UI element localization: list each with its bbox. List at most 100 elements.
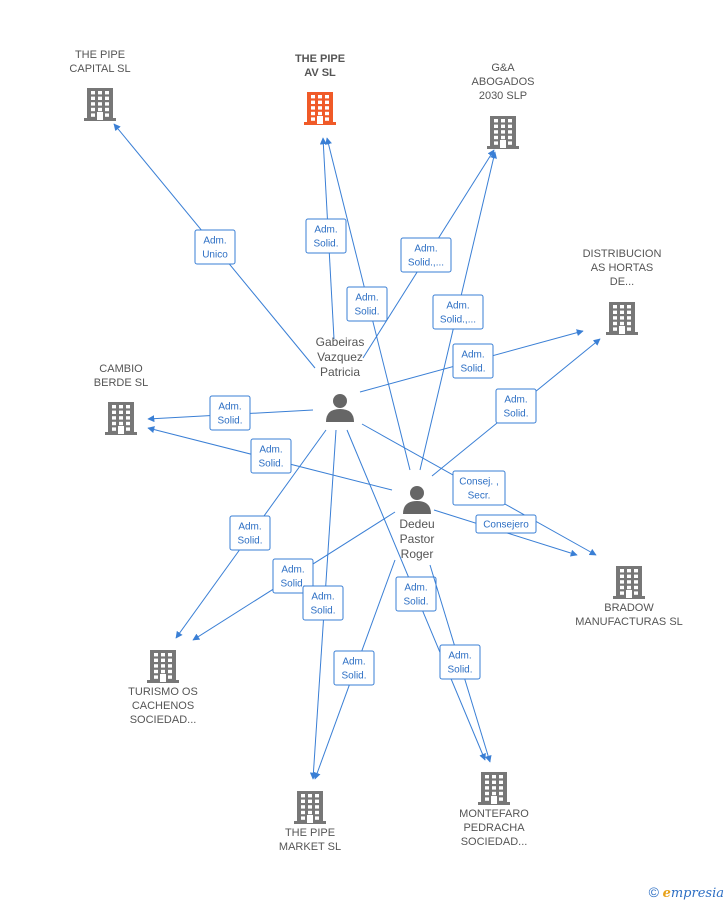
company-label[interactable]: THE PIPE [75, 49, 125, 61]
edge-label-box[interactable] [475, 514, 537, 534]
company-node[interactable]: TURISMO OS CACHENOS SOCIEDAD... [128, 650, 198, 726]
company-node[interactable]: MONTEFARO PEDRACHA SOCIEDAD... [459, 772, 529, 848]
edge-label-text: Solid. [217, 416, 242, 427]
relation-edge[interactable]: Adm. Solid. [325, 137, 411, 471]
edge-label-text: Adm. [314, 225, 337, 236]
company-label[interactable]: BERDE SL [94, 377, 148, 389]
company-label[interactable]: DISTRIBUCION [583, 248, 662, 260]
edge-label-text: Adm. [414, 244, 437, 255]
company-label[interactable]: SOCIEDAD... [461, 836, 528, 848]
edge-label-text: Adm. [448, 651, 471, 662]
relation-edge[interactable]: Adm.Solid. [359, 329, 584, 393]
edge-label-box[interactable] [302, 585, 344, 621]
company-label[interactable]: 2030 SLP [479, 90, 527, 102]
company-label[interactable]: MONTEFARO [459, 808, 529, 820]
building-icon [147, 650, 179, 683]
person-label[interactable]: Dedeu [399, 517, 434, 531]
company-label[interactable]: THE PIPE [295, 53, 345, 65]
edge-label-text: Solid. [237, 536, 262, 547]
relation-edge[interactable]: Adm.Solid. [429, 564, 492, 763]
relation-edge[interactable]: Adm. Solid.,... [419, 151, 497, 471]
edge-label-text: Adm. [504, 395, 527, 406]
edge-label-box[interactable] [229, 515, 271, 551]
edge-label-box[interactable] [194, 229, 236, 265]
company-label[interactable]: PEDRACHA [463, 822, 525, 834]
building-icon [487, 116, 519, 149]
edge-label-box[interactable] [346, 286, 388, 322]
relation-edge[interactable]: Adm.Solid. [147, 426, 393, 491]
person-label[interactable]: Vazquez [317, 350, 363, 364]
edge-label-box[interactable] [333, 650, 375, 686]
company-label[interactable]: AV SL [304, 67, 336, 79]
company-label[interactable]: TURISMO OS [128, 686, 198, 698]
relation-edge[interactable]: Adm. Solid. [313, 559, 396, 780]
relation-edge[interactable]: Adm.Solid. [302, 429, 344, 780]
person-label[interactable]: Gabeiras [316, 335, 365, 349]
company-node[interactable]: BRADOW MANUFACTURAS SL [575, 566, 683, 628]
person-icon [326, 394, 354, 422]
company-node[interactable]: CAMBIO BERDE SL [94, 363, 148, 435]
brand-name: mpresia [670, 886, 724, 901]
edge-label-box[interactable] [209, 395, 251, 431]
building-icon [478, 772, 510, 805]
edge-label-box[interactable] [452, 470, 506, 506]
edge-label-box[interactable] [305, 218, 347, 254]
edge-label-box[interactable] [439, 644, 481, 680]
edge-label-box[interactable] [452, 343, 494, 379]
edge-label-text: Solid. [354, 307, 379, 318]
person-icon [403, 486, 431, 514]
edge-label-text: Adm. [203, 236, 226, 247]
edge-label-text: Adm. [281, 565, 304, 576]
company-label[interactable]: G&A [491, 62, 515, 74]
relation-edge[interactable]: Adm. Solid. [346, 429, 486, 761]
edge-label-text: Solid.,... [440, 315, 476, 326]
person-label[interactable]: Roger [401, 547, 434, 561]
company-label[interactable]: CAPITAL SL [69, 63, 130, 75]
edge-label-text: Secr. [468, 491, 491, 502]
relation-edge[interactable]: Consejero [433, 509, 578, 557]
relation-edge[interactable]: Adm.Solid. [305, 137, 347, 340]
company-label[interactable]: THE PIPE [285, 827, 335, 839]
edge-label-text: Adm. [311, 592, 334, 603]
company-label[interactable]: CAMBIO [99, 363, 143, 375]
company-label[interactable]: AS HORTAS [591, 262, 654, 274]
edge-label-box[interactable] [400, 237, 452, 273]
company-node[interactable]: THE PIPE CAPITAL SL [69, 49, 131, 121]
relation-edge[interactable]: Consej. , Secr. [361, 423, 597, 556]
company-node[interactable]: THE PIPE MARKET SL [279, 791, 341, 853]
relation-edge[interactable]: Adm.Unico [113, 123, 316, 369]
person-label[interactable]: Patricia [320, 365, 360, 379]
edge-label-text: Solid. [403, 597, 428, 608]
person-label[interactable]: Pastor [400, 532, 435, 546]
edge-label-text: Consej. , [459, 477, 498, 488]
company-node[interactable]: G&A ABOGADOS 2030 SLP [472, 62, 535, 149]
relation-edge[interactable]: Adm. Solid. [192, 511, 396, 641]
edge-label-text: Adm. [342, 657, 365, 668]
edge-label-box[interactable] [432, 294, 484, 330]
building-icon [84, 88, 116, 121]
company-label[interactable]: BRADOW [604, 602, 654, 614]
company-label[interactable]: MARKET SL [279, 841, 341, 853]
company-label[interactable]: CACHENOS [132, 700, 194, 712]
edge-label-box[interactable] [250, 438, 292, 474]
relation-edge[interactable]: Adm.Solid. [147, 395, 314, 431]
edge-label-text: Adm. [461, 350, 484, 361]
company-label[interactable]: MANUFACTURAS SL [575, 616, 683, 628]
relation-edge[interactable]: Adm.Solid. [431, 338, 601, 477]
relation-edge[interactable]: Adm. Solid.,... [362, 149, 495, 359]
company-label[interactable]: SOCIEDAD... [130, 714, 197, 726]
edges-layer: Adm.UnicoAdm.Solid.Adm.Solid.Adm.Solid.,… [113, 123, 601, 780]
relation-edge[interactable]: Adm. Solid. [175, 429, 327, 639]
edge-label-box[interactable] [495, 388, 537, 424]
edge-label-box[interactable] [395, 576, 437, 612]
edge-label-text: Solid. [341, 671, 366, 682]
company-node[interactable]: THE PIPE AV SL [295, 53, 345, 125]
company-label[interactable]: DE... [610, 276, 634, 288]
company-label[interactable]: ABOGADOS [472, 76, 535, 88]
edge-label-text: Adm. [355, 293, 378, 304]
company-node[interactable]: DISTRIBUCION AS HORTAS DE... [583, 248, 662, 335]
edge-label-box[interactable] [272, 558, 314, 594]
